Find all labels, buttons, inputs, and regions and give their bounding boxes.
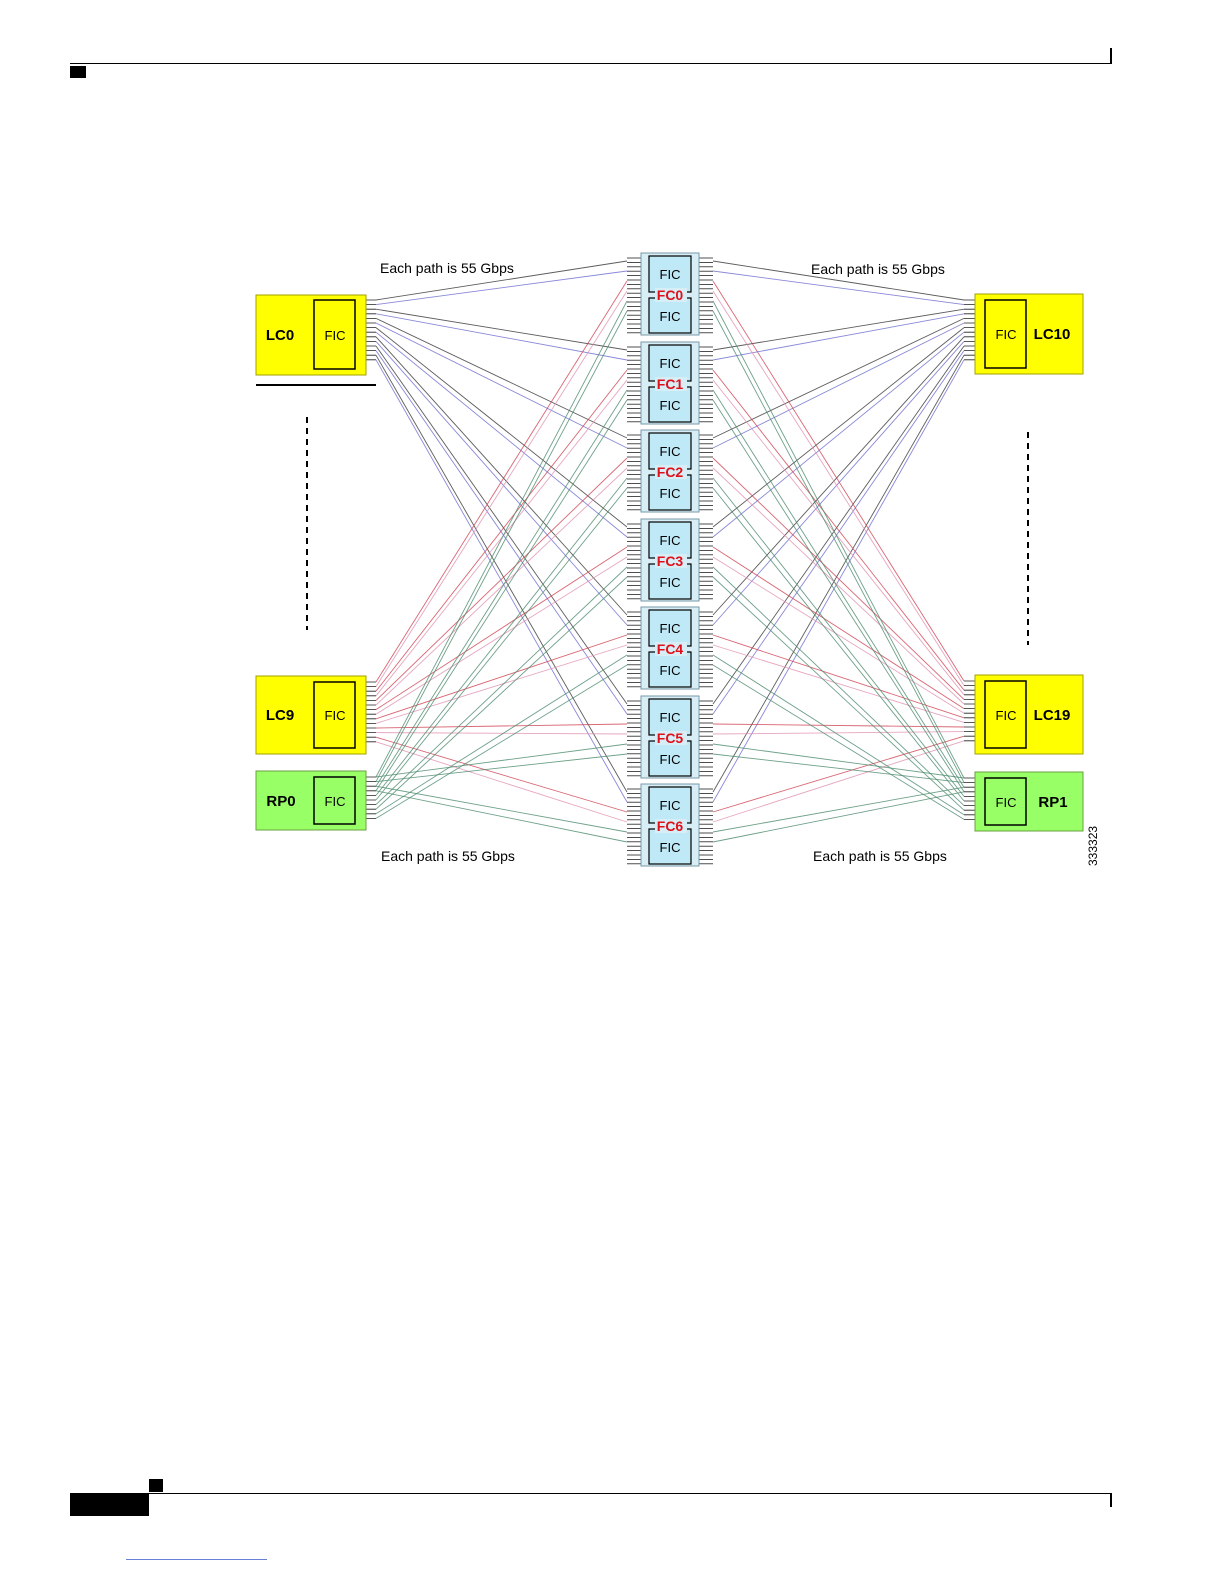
connection-line [713, 309, 964, 350]
connection-line [376, 567, 627, 805]
connection-line [376, 400, 627, 791]
card-lc0-label: LC0 [266, 327, 294, 344]
fabric-fic-top-label: FIC [660, 444, 681, 459]
card-lc19: FIC LC19 [975, 675, 1083, 754]
connection-line [376, 488, 627, 800]
card-rp1-label: RP1 [1038, 794, 1067, 811]
connection-line [376, 332, 627, 537]
fabric-card-fc2: FIC FIC FC2 [627, 430, 713, 512]
fabric-fic-bottom-label: FIC [660, 840, 681, 855]
connection-line [376, 744, 627, 777]
fabric-fic-top-label: FIC [660, 621, 681, 636]
card-lc9: LC9 FIC [256, 676, 366, 754]
fabric-card-name: FC5 [657, 730, 684, 746]
card-lc9-label: LC9 [266, 707, 294, 724]
card-lc19-fic: FIC [996, 708, 1017, 723]
connection-line [376, 281, 627, 682]
fabric-fic-top-label: FIC [660, 356, 681, 371]
connection-line [376, 665, 627, 818]
card-lc19-label: LC19 [1034, 707, 1071, 724]
fabric-card-name: FC6 [657, 818, 684, 834]
fabric-fic-top-label: FIC [660, 267, 681, 282]
connection-line [713, 645, 964, 722]
card-lc0: LC0 FIC [256, 295, 366, 375]
card-rp0-label: RP0 [266, 793, 295, 810]
card-rp1-fic: FIC [996, 795, 1017, 810]
fabric-card-fc6: FIC FIC FC6 [627, 784, 713, 866]
fabric-fic-top-label: FIC [660, 798, 681, 813]
fabric-fic-bottom-label: FIC [660, 486, 681, 501]
connection-line [713, 468, 964, 704]
connection-line [376, 351, 627, 714]
fabric-card-fc1: FIC FIC FC1 [627, 342, 713, 424]
fabric-card-name: FC0 [657, 287, 684, 303]
connection-line [376, 791, 627, 842]
connection-line [713, 736, 964, 812]
connection-line [713, 547, 964, 709]
connection-line [713, 291, 964, 686]
fabric-card-name: FC3 [657, 553, 684, 569]
connection-line [713, 314, 964, 360]
fabric-card-fc3: FIC FIC FC3 [627, 519, 713, 601]
connection-line [376, 458, 627, 700]
connection-line [713, 390, 964, 787]
path-label-top-right: Each path is 55 Gbps [811, 261, 945, 277]
connection-line [376, 291, 627, 687]
connection-line [713, 488, 964, 801]
connection-line [713, 311, 964, 783]
connection-line [713, 665, 964, 819]
fabric-card-name: FC4 [657, 641, 684, 657]
card-lc10-fic: FIC [996, 327, 1017, 342]
connection-line [713, 577, 964, 810]
fabric-fic-bottom-label: FIC [660, 752, 681, 767]
fabric-fic-bottom-label: FIC [660, 309, 681, 324]
connection-line [376, 754, 627, 782]
connection-line [376, 271, 627, 305]
fabric-fic-top-label: FIC [660, 533, 681, 548]
connection-line [376, 311, 627, 782]
fabric-fic-bottom-label: FIC [660, 398, 681, 413]
card-lc9-fic: FIC [325, 708, 346, 723]
connection-line [376, 370, 627, 691]
connection-line [713, 567, 964, 806]
connection-line [376, 786, 627, 832]
card-lc10: FIC LC10 [975, 294, 1083, 374]
fabric-cards: FICFICFC0FICFICFC1FICFICFC2FICFICFC3FICF… [627, 253, 713, 866]
connection-line [713, 332, 964, 537]
fabric-card-fc5: FIC FIC FC5 [627, 696, 713, 778]
fabric-card-fc4: FIC FIC FC4 [627, 607, 713, 689]
connection-line [713, 792, 964, 842]
fabric-fic-bottom-label: FIC [660, 663, 681, 678]
connection-line [713, 346, 964, 704]
card-rp1: FIC RP1 [975, 772, 1083, 831]
path-label-top-left: Each path is 55 Gbps [380, 260, 514, 276]
connection-line [713, 458, 964, 699]
connection-line [713, 301, 964, 778]
fabric-fic-bottom-label: FIC [660, 575, 681, 590]
path-label-bottom-left: Each path is 55 Gbps [381, 848, 515, 864]
fabric-card-name: FC1 [657, 376, 684, 392]
connection-line [376, 468, 627, 705]
connection-line [713, 351, 964, 714]
fabric-fic-top-label: FIC [660, 710, 681, 725]
card-rp0-fic: FIC [325, 794, 346, 809]
connection-line [376, 341, 627, 625]
connection-line [376, 655, 627, 814]
path-label-bottom-right: Each path is 55 Gbps [813, 848, 947, 864]
connection-line [376, 314, 627, 360]
fabric-card-name: FC2 [657, 464, 684, 480]
connection-line [376, 309, 627, 350]
card-rp0: RP0 FIC [256, 771, 366, 830]
connection-line [713, 754, 964, 783]
connection-line [713, 341, 964, 625]
figure-number: 333323 [1086, 826, 1100, 866]
card-lc0-fic: FIC [325, 328, 346, 343]
connection-line [713, 370, 964, 690]
connection-line [376, 301, 627, 777]
card-lc10-label: LC10 [1034, 326, 1071, 343]
connection-line [713, 281, 964, 681]
fabric-card-fc0: FIC FIC FC0 [627, 253, 713, 335]
